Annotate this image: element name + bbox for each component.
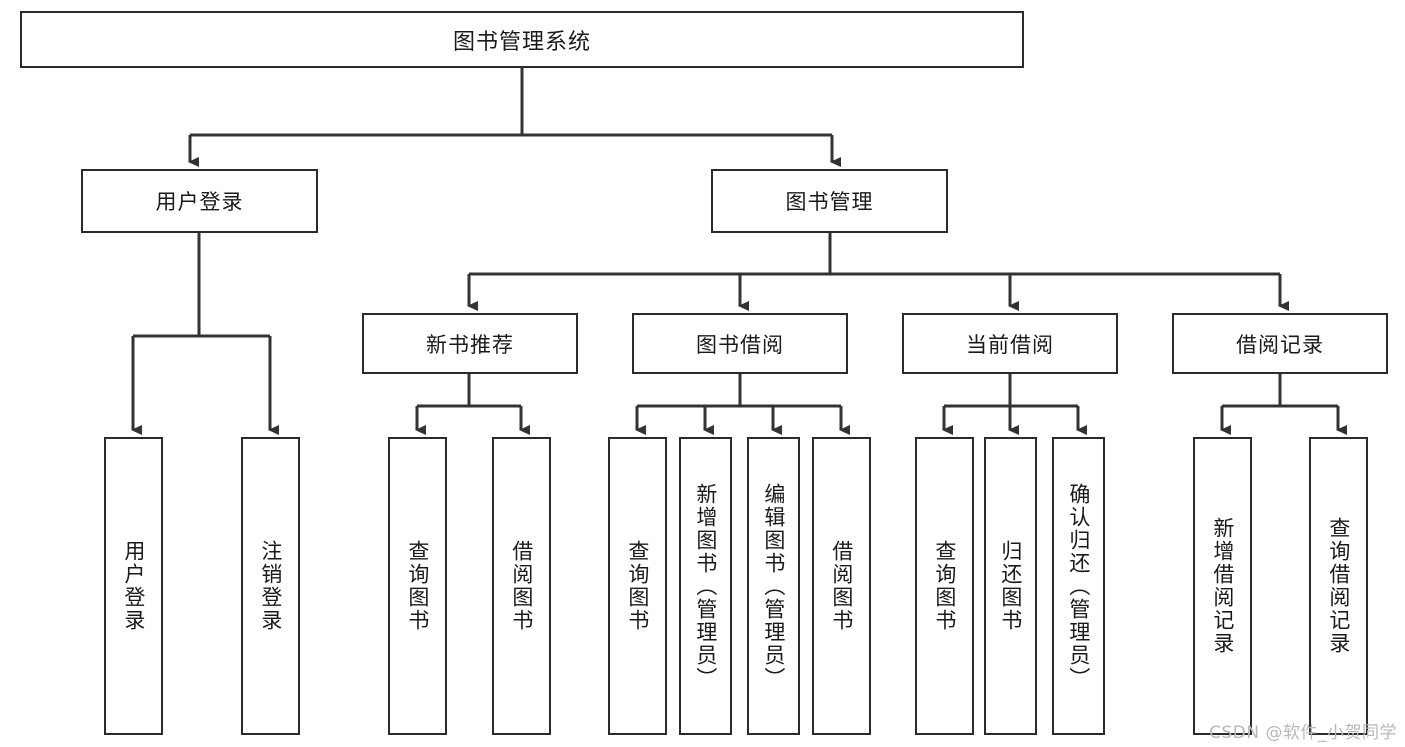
node-label: 新增借阅记录 bbox=[1210, 517, 1235, 655]
node-label: 当前借阅 bbox=[966, 332, 1054, 357]
node-leaf-confirm-return-admin[interactable]: 确认归还（管理员） bbox=[1052, 437, 1105, 735]
node-leaf-user-login[interactable]: 用户登录 bbox=[104, 437, 163, 735]
node-current-borrowing[interactable]: 当前借阅 bbox=[902, 313, 1118, 374]
node-label: 图书管理 bbox=[785, 190, 874, 214]
node-label: 图书借阅 bbox=[696, 332, 784, 357]
node-new-book-recommendation[interactable]: 新书推荐 bbox=[362, 313, 578, 374]
node-root-book-management-system[interactable]: 图书管理系统 bbox=[20, 11, 1024, 68]
node-leaf-logout[interactable]: 注销登录 bbox=[241, 437, 300, 735]
node-leaf-query-borrow-record[interactable]: 查询借阅记录 bbox=[1309, 437, 1368, 735]
node-leaf-borrow-books[interactable]: 借阅图书 bbox=[812, 437, 871, 735]
node-label: 编辑图书（管理员） bbox=[761, 482, 786, 690]
node-leaf-return-books[interactable]: 归还图书 bbox=[984, 437, 1037, 735]
node-label: 用户登录 bbox=[121, 540, 146, 632]
node-label: 查询借阅记录 bbox=[1326, 517, 1351, 655]
node-leaf-query-books-borrow[interactable]: 查询图书 bbox=[608, 437, 667, 735]
node-leaf-borrow-books-new[interactable]: 借阅图书 bbox=[492, 437, 551, 735]
node-leaf-edit-book-admin[interactable]: 编辑图书（管理员） bbox=[747, 437, 800, 735]
node-label: 借阅记录 bbox=[1236, 332, 1324, 357]
node-borrow-records[interactable]: 借阅记录 bbox=[1172, 313, 1388, 374]
watermark: CSDN @软件_小贺同学 bbox=[1209, 723, 1397, 743]
node-book-borrowing[interactable]: 图书借阅 bbox=[632, 313, 848, 374]
node-leaf-query-books-new[interactable]: 查询图书 bbox=[388, 437, 447, 735]
node-label: 查询图书 bbox=[932, 540, 957, 632]
node-label: 查询图书 bbox=[405, 540, 430, 632]
node-leaf-query-books-current[interactable]: 查询图书 bbox=[915, 437, 974, 735]
node-label: 图书管理系统 bbox=[452, 29, 591, 55]
node-user-login[interactable]: 用户登录 bbox=[81, 169, 318, 233]
node-leaf-add-book-admin[interactable]: 新增图书（管理员） bbox=[679, 437, 732, 735]
node-label: 新增图书（管理员） bbox=[693, 482, 718, 690]
node-book-management[interactable]: 图书管理 bbox=[711, 169, 948, 233]
node-label: 确认归还（管理员） bbox=[1066, 482, 1091, 690]
node-label: 注销登录 bbox=[258, 540, 283, 632]
node-label: 借阅图书 bbox=[829, 540, 854, 632]
node-label: 借阅图书 bbox=[509, 540, 534, 632]
node-label: 新书推荐 bbox=[426, 332, 514, 357]
node-leaf-add-borrow-record[interactable]: 新增借阅记录 bbox=[1193, 437, 1252, 735]
node-label: 查询图书 bbox=[625, 540, 650, 632]
node-label: 用户登录 bbox=[155, 190, 244, 214]
node-label: 归还图书 bbox=[998, 540, 1023, 632]
